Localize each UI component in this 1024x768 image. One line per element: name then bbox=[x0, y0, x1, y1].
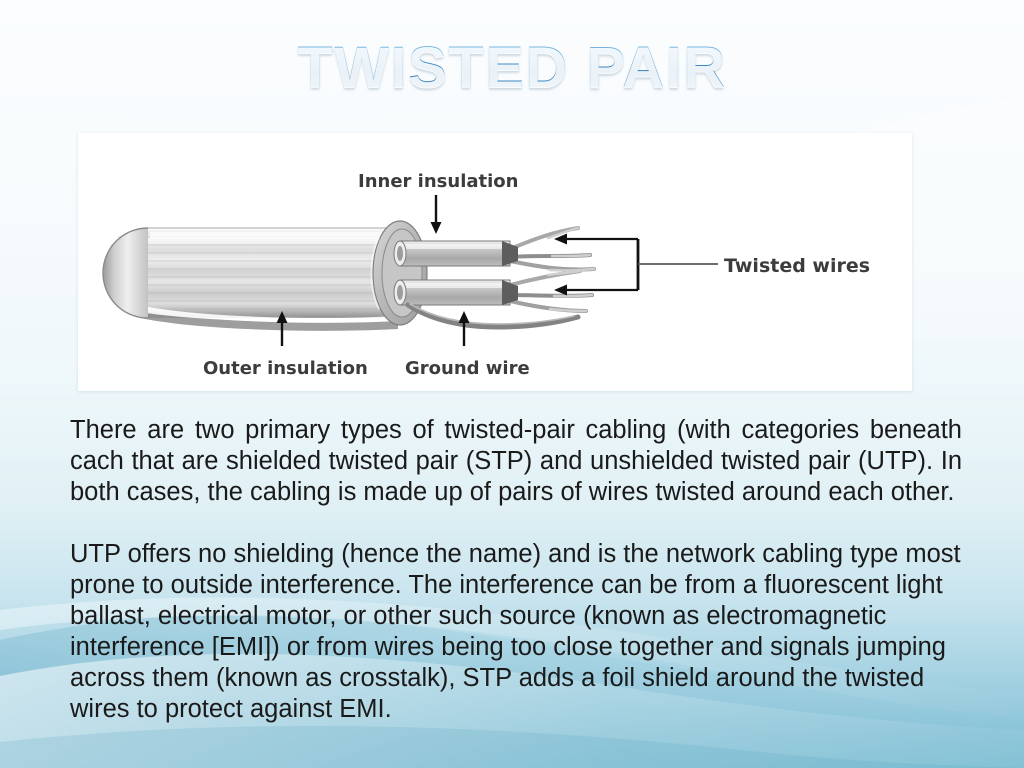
inner-insulation-tubes bbox=[393, 240, 511, 306]
body-text: There are two primary types of twisted-p… bbox=[70, 415, 962, 725]
wire-strand-tips bbox=[546, 226, 596, 313]
outer-insulation-label: Outer insulation bbox=[203, 358, 368, 379]
page-title: TWISTED PAIR bbox=[297, 35, 727, 100]
label-twisted-wires: Twisted wires bbox=[554, 233, 870, 296]
paragraph-1: There are two primary types of twisted-p… bbox=[70, 416, 962, 506]
label-outer-insulation: Outer insulation bbox=[203, 311, 368, 379]
label-inner-insulation: Inner insulation bbox=[358, 171, 518, 234]
paragraph-2: UTP offers no shielding (hence the name)… bbox=[70, 540, 961, 723]
twisted-wires-label: Twisted wires bbox=[724, 255, 870, 277]
diagram-panel: Inner insulation Twisted wires bbox=[78, 133, 912, 391]
outer-insulation-jacket bbox=[102, 227, 398, 331]
twisted-pair-cable-diagram: Inner insulation Twisted wires bbox=[102, 171, 870, 379]
title-block: TWISTED PAIR bbox=[0, 35, 1024, 140]
inner-insulation-label: Inner insulation bbox=[358, 171, 518, 192]
wire-collars bbox=[502, 241, 518, 305]
label-ground-wire: Ground wire bbox=[405, 311, 530, 379]
ground-wire-label: Ground wire bbox=[405, 358, 530, 379]
ground-wire-strand bbox=[405, 302, 581, 330]
